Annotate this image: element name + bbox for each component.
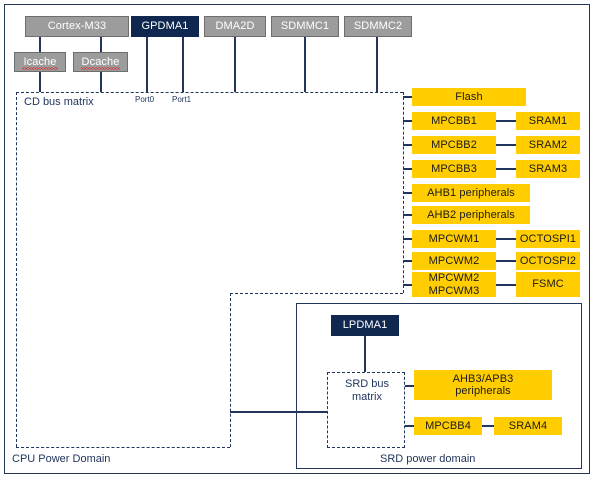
cd-matrix-edge-left bbox=[16, 92, 17, 447]
srd-bus-matrix-label: SRD bus matrix bbox=[344, 378, 390, 403]
line-gpdma1-port1 bbox=[182, 37, 184, 92]
peer-block-octospi1[interactable]: OCTOSPI1 bbox=[516, 230, 580, 248]
cd-matrix-edge-top bbox=[16, 92, 403, 93]
master-block-gpdma1[interactable]: GPDMA1 bbox=[131, 16, 199, 37]
slave-block-mpcbb3[interactable]: MPCBB3 bbox=[412, 160, 496, 178]
stub-cd-slave-3 bbox=[403, 168, 412, 170]
cache-block-icache[interactable]: Icache bbox=[14, 52, 66, 72]
stub-cd-slave-8 bbox=[403, 284, 412, 286]
slave-block-mpcwm1[interactable]: MPCWM1 bbox=[412, 230, 496, 248]
line-gpdma1-port0 bbox=[146, 37, 148, 92]
cpu-power-domain-label: CPU Power Domain bbox=[12, 453, 111, 465]
peer-block-octospi2[interactable]: OCTOSPI2 bbox=[516, 252, 580, 270]
line-icache-to-cd-matrix bbox=[39, 72, 41, 92]
stub-cd-slave-6 bbox=[403, 238, 412, 240]
line-lpdma1-to-srd-matrix bbox=[364, 336, 366, 372]
stub-cd-slave-4 bbox=[403, 192, 412, 194]
stub-cd-slave-1 bbox=[403, 120, 412, 122]
line-dma2d-to-cd-matrix bbox=[234, 37, 236, 92]
line-cortex-to-dcache bbox=[100, 37, 102, 52]
line-dcache-to-cd-matrix bbox=[100, 72, 102, 92]
master-block-lpdma1[interactable]: LPDMA1 bbox=[331, 315, 399, 336]
srd-power-domain-frame bbox=[296, 303, 582, 469]
cache-block-dcache[interactable]: Dcache bbox=[73, 52, 128, 72]
stub-srd-slave-0 bbox=[405, 385, 414, 387]
srd-bus-matrix bbox=[327, 372, 405, 448]
master-block-sdmmc2[interactable]: SDMMC2 bbox=[344, 16, 412, 37]
peer-block-sram3[interactable]: SRAM3 bbox=[516, 160, 580, 178]
link-mpcbb4-sram4 bbox=[482, 425, 494, 427]
link-mpcwm2-octospi2 bbox=[496, 260, 516, 262]
cd-matrix-edge-bottom bbox=[16, 447, 230, 448]
slave-block-flash[interactable]: Flash bbox=[412, 88, 526, 106]
link-mpcbb3-sram3 bbox=[496, 168, 516, 170]
stub-cd-slave-0 bbox=[403, 96, 412, 98]
peer-block-fsmc[interactable]: FSMC bbox=[516, 272, 580, 297]
port-label-port1: Port1 bbox=[172, 95, 192, 104]
slave-block-ahb1-peripherals[interactable]: AHB1 peripherals bbox=[412, 184, 530, 202]
slave-block-mpcbb4[interactable]: MPCBB4 bbox=[414, 417, 482, 435]
port-label-port0: Port0 bbox=[135, 95, 155, 104]
line-sdmmc2-to-cd-matrix bbox=[376, 37, 378, 92]
peer-block-sram4[interactable]: SRAM4 bbox=[494, 417, 562, 435]
master-block-sdmmc1[interactable]: SDMMC1 bbox=[271, 16, 339, 37]
master-block-dma2d[interactable]: DMA2D bbox=[204, 16, 266, 37]
cache-label-dcache: Dcache bbox=[80, 55, 121, 71]
link-mpcbb1-sram1 bbox=[496, 120, 516, 122]
slave-block-mpcbb1[interactable]: MPCBB1 bbox=[412, 112, 496, 130]
cache-label-icache: Icache bbox=[22, 55, 58, 71]
slave-block-mpcbb2[interactable]: MPCBB2 bbox=[412, 136, 496, 154]
link-mpcwm1-octospi1 bbox=[496, 238, 516, 240]
stub-cd-slave-2 bbox=[403, 144, 412, 146]
stub-srd-slave-1 bbox=[405, 425, 414, 427]
link-mpcwm3-fsmc bbox=[496, 284, 516, 286]
slave-block-mpcwm2[interactable]: MPCWM2 bbox=[412, 252, 496, 270]
cd-bus-matrix-label: CD bus matrix bbox=[24, 96, 94, 108]
line-cortex-to-icache bbox=[39, 37, 41, 52]
master-block-cortex-m33[interactable]: Cortex-M33 bbox=[25, 16, 129, 37]
slave-block-ahb2-peripherals[interactable]: AHB2 peripherals bbox=[412, 206, 530, 224]
peer-block-sram2[interactable]: SRAM2 bbox=[516, 136, 580, 154]
stub-cd-slave-5 bbox=[403, 214, 412, 216]
cpu-power-domain-frame bbox=[4, 4, 590, 474]
stub-cd-slave-7 bbox=[403, 260, 412, 262]
line-cd-matrix-to-srd-matrix bbox=[230, 411, 327, 413]
cd-matrix-edge-step bbox=[230, 293, 403, 294]
link-mpcbb2-sram2 bbox=[496, 144, 516, 146]
slave-block-ahb3-apb3-peripherals[interactable]: AHB3/APB3 peripherals bbox=[414, 370, 552, 400]
srd-power-domain-label: SRD power domain bbox=[380, 453, 476, 465]
slave-block-mpcwm2-mpcwm3[interactable]: MPCWM2 MPCWM3 bbox=[412, 272, 496, 297]
line-sdmmc1-to-cd-matrix bbox=[304, 37, 306, 92]
peer-block-sram1[interactable]: SRAM1 bbox=[516, 112, 580, 130]
cd-matrix-edge-right-lower bbox=[230, 293, 231, 447]
